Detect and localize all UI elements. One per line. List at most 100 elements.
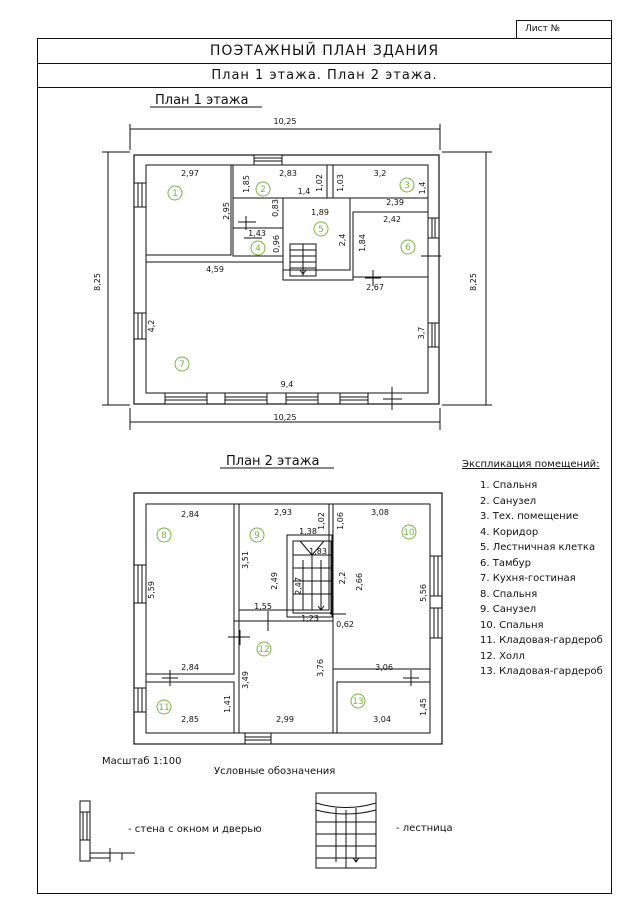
room-legend: Экспликация помещений: 1. Спальня 2. Сан…	[462, 459, 603, 680]
dim-label: 2,47	[294, 577, 303, 595]
legend-item: 11. Кладовая-гардероб	[480, 635, 603, 646]
room-number: 13	[352, 697, 363, 707]
dim-label: 0,62	[336, 620, 354, 629]
dim-label: 1,83	[309, 547, 327, 556]
dim-label: 1,85	[242, 175, 251, 193]
dim-label: 1,4	[298, 187, 311, 196]
dim-label: 4,2	[147, 320, 156, 333]
dim-label: 2,95	[222, 202, 231, 220]
floor1-plan: План 1 этажа	[93, 93, 492, 430]
dim-label: 3,76	[316, 659, 325, 677]
room-marker	[249, 527, 265, 543]
room-number: 6	[405, 243, 411, 253]
room-number: 12	[258, 645, 269, 655]
legend-item: 2. Санузел	[480, 495, 537, 507]
room-number: 11	[158, 703, 169, 713]
room-number: 5	[318, 225, 324, 235]
dim-label: 2,66	[355, 573, 364, 591]
dim-label: 1,55	[254, 602, 272, 611]
room-number: 4	[255, 244, 261, 254]
dim-label: 1,45	[419, 698, 428, 716]
room-marker	[401, 524, 417, 540]
room-marker	[167, 185, 183, 201]
dim-label: 5,59	[147, 581, 156, 599]
floor2-title: План 2 этажа	[226, 454, 319, 469]
floor2-plan: План 2 этажа	[133, 454, 443, 745]
dim-label: 1,23	[301, 614, 319, 623]
room-number: 7	[179, 360, 185, 370]
dim-label: 3,06	[375, 663, 393, 672]
room-number: 10	[403, 528, 415, 538]
legend-title: Экспликация помещений:	[462, 459, 600, 470]
room-number: 2	[260, 185, 266, 195]
sheet-label: Лист №	[525, 24, 561, 34]
legend-item: 9. Санузел	[480, 604, 537, 615]
floor1-title: План 1 этажа	[155, 93, 248, 108]
symbols	[79, 792, 377, 869]
stair-symbol-label: - лестница	[396, 823, 453, 834]
room-marker	[256, 641, 272, 657]
dim-label: 2,42	[383, 215, 401, 224]
room-marker	[313, 221, 329, 237]
legend-item: 6. Тамбур	[480, 557, 531, 569]
dim-label: 2,67	[366, 283, 384, 292]
room-marker	[399, 177, 415, 193]
dim-label: 2,39	[386, 198, 404, 207]
dim-label: 1,06	[336, 512, 345, 530]
wall-symbol-label: - стена с окном и дверью	[128, 824, 262, 835]
room-number: 1	[172, 189, 178, 199]
room-marker	[174, 356, 190, 372]
dim-label: 0,96	[272, 235, 281, 253]
room-number: 8	[161, 531, 167, 541]
room-number: 9	[254, 531, 260, 541]
drawing-frame	[37, 38, 612, 894]
dim-label: 2,93	[274, 508, 292, 517]
room-number: 3	[404, 181, 410, 191]
room-marker	[156, 527, 172, 543]
page-title: ПОЭТАЖНЫЙ ПЛАН ЗДАНИЯ	[37, 38, 612, 64]
dim-label: 3,04	[373, 715, 391, 724]
dim-label: 2,85	[181, 715, 199, 724]
room-marker	[400, 239, 416, 255]
dim-label: 3,2	[374, 169, 387, 178]
room-marker	[250, 240, 266, 256]
dim-label: 1,43	[248, 229, 266, 238]
dim-label: 9,4	[281, 380, 294, 389]
dim-label: 10,25	[274, 413, 297, 422]
dim-label: 5,56	[419, 584, 428, 602]
legend-item: 5. Лестничная клетка	[480, 542, 596, 553]
dim-label: 8,25	[93, 273, 102, 291]
dim-label: 3,7	[417, 327, 426, 340]
stair-symbol	[315, 792, 377, 869]
dim-label: 2,49	[270, 572, 279, 590]
dim-label: 2,97	[181, 169, 199, 178]
legend-item: 1. Спальня	[480, 480, 538, 491]
legend-item: 13. Кладовая-гардероб	[480, 666, 603, 677]
room-marker	[255, 181, 271, 197]
room-marker	[350, 693, 366, 709]
dim-label: 1,41	[223, 695, 232, 713]
legend-item: 4. Коридор	[480, 526, 539, 538]
dim-label: 0,83	[271, 199, 280, 217]
dim-label: 2,84	[181, 510, 199, 519]
legend-item: 7. Кухня-гостиная	[480, 573, 576, 584]
dim-label: 8,25	[469, 273, 478, 291]
dim-label: 2,4	[338, 234, 347, 247]
dim-label: 3,08	[371, 508, 389, 517]
room-marker	[156, 699, 172, 715]
dim-label: 2,84	[181, 663, 199, 672]
scale-label: Масштаб 1:100	[102, 756, 182, 767]
dim-label: 10,25	[274, 117, 297, 126]
page-subtitle: План 1 этажа. План 2 этажа.	[37, 64, 612, 88]
wall-symbol	[79, 800, 135, 862]
dim-label: 1,4	[418, 182, 427, 195]
legend-item: 10. Спальня	[480, 619, 544, 631]
dim-label: 1,03	[336, 174, 345, 192]
dim-label: 1,02	[315, 174, 324, 192]
dim-label: 1,84	[358, 234, 367, 252]
legend-list: 1. Спальня 2. Санузел 3. Тех. помещение …	[480, 478, 603, 680]
dim-label: 1,89	[311, 208, 329, 217]
dim-label: 1,02	[317, 512, 326, 530]
dim-label: 3,51	[241, 551, 250, 569]
